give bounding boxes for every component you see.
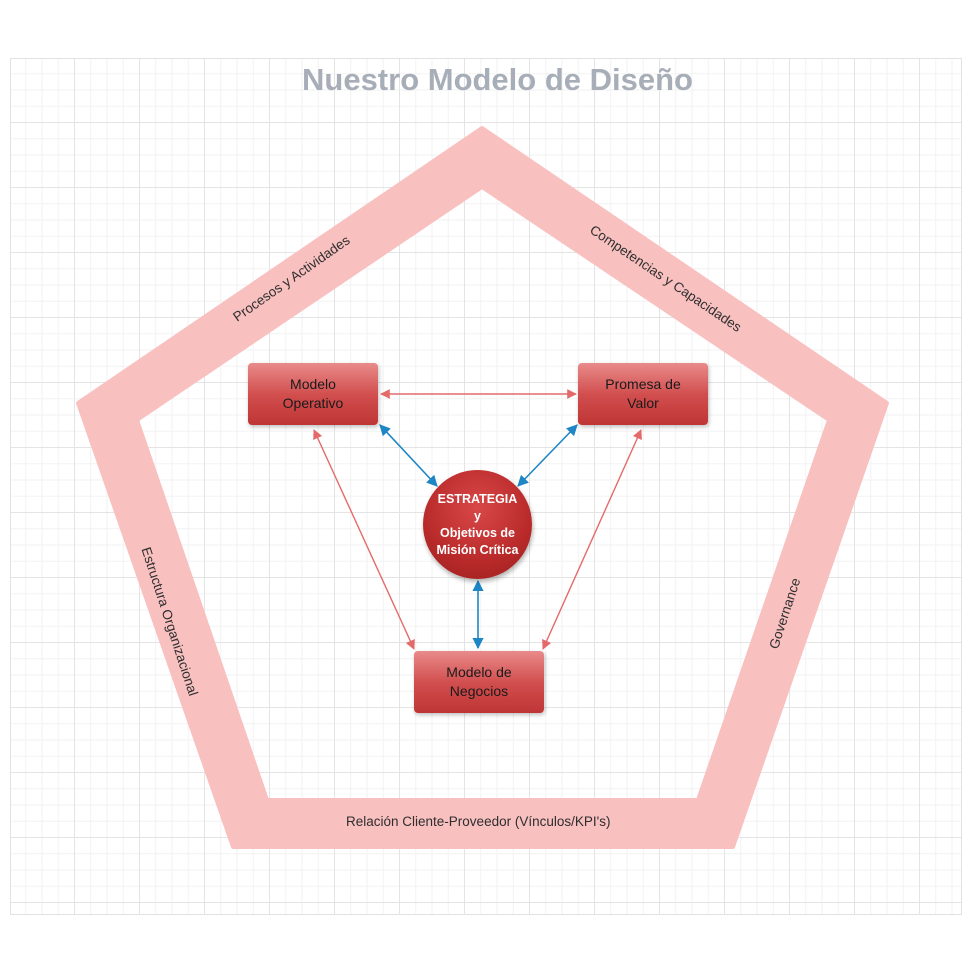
node-promesa-de-valor-label: Promesa de Valor <box>605 376 681 411</box>
diagram-title: Nuestro Modelo de Diseño <box>302 62 693 97</box>
arrow-promesa-negocios <box>542 429 642 650</box>
node-estrategia-label: ESTRATEGIA y Objetivos de Misión Crítica <box>436 491 519 557</box>
side-label-bottom: Relación Cliente-Proveedor (Vínculos/KPI… <box>346 814 611 829</box>
arrow-center-operativo <box>379 424 438 487</box>
node-modelo-de-negocios-label: Modelo de Negocios <box>446 664 512 699</box>
node-promesa-de-valor[interactable]: Promesa de Valor <box>578 363 708 425</box>
arrow-operativo-negocios <box>313 429 415 650</box>
node-estrategia[interactable]: ESTRATEGIA y Objetivos de Misión Crítica <box>423 470 532 579</box>
node-modelo-de-negocios[interactable]: Modelo de Negocios <box>414 651 544 713</box>
arrow-center-promesa <box>517 424 578 487</box>
node-modelo-operativo[interactable]: Modelo Operativo <box>248 363 378 425</box>
pentagon-frame <box>76 126 889 849</box>
node-modelo-operativo-label: Modelo Operativo <box>282 376 344 411</box>
